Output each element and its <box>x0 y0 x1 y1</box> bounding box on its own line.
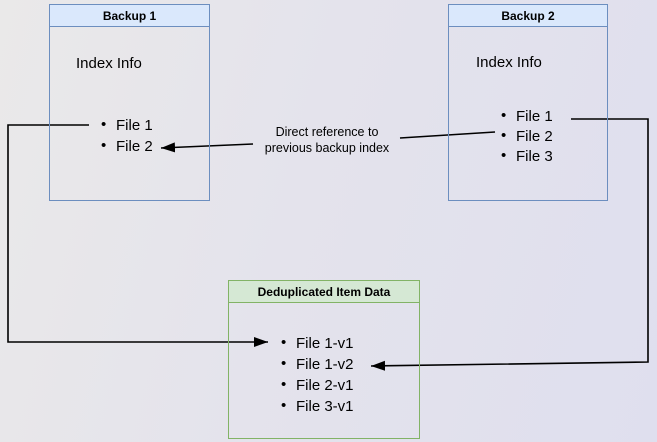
dedup-header: Deduplicated Item Data <box>229 281 419 303</box>
direct-reference-label-line1: Direct reference to <box>275 125 379 139</box>
list-item: File 3 <box>501 146 553 167</box>
backup1-box: Backup 1 Index Info File 1 File 2 <box>49 4 210 201</box>
backup1-file-list: File 1 File 2 <box>101 114 153 157</box>
direct-reference-label-line2: previous backup index <box>264 141 390 155</box>
backup2-subtitle: Index Info <box>476 54 542 71</box>
list-item: File 1-v2 <box>281 353 354 375</box>
list-item: File 2 <box>501 126 553 147</box>
backup2-header: Backup 2 <box>449 5 607 27</box>
backup2-box: Backup 2 Index Info File 1 File 2 File 3 <box>448 4 608 201</box>
backup1-subtitle: Index Info <box>76 55 142 72</box>
list-item: File 1-v1 <box>281 332 354 354</box>
list-item: File 1 <box>501 106 553 127</box>
list-item: File 3-v1 <box>281 395 354 417</box>
list-item: File 2-v1 <box>281 374 354 396</box>
backup1-header: Backup 1 <box>50 5 209 27</box>
direct-reference-label: Direct reference to previous backup inde… <box>242 124 412 156</box>
backup2-file-list: File 1 File 2 File 3 <box>501 106 553 167</box>
list-item: File 2 <box>101 135 153 157</box>
dedup-file-list: File 1-v1 File 1-v2 File 2-v1 File 3-v1 <box>281 332 354 417</box>
list-item: File 1 <box>101 114 153 136</box>
dedup-box: Deduplicated Item Data File 1-v1 File 1-… <box>228 280 420 439</box>
